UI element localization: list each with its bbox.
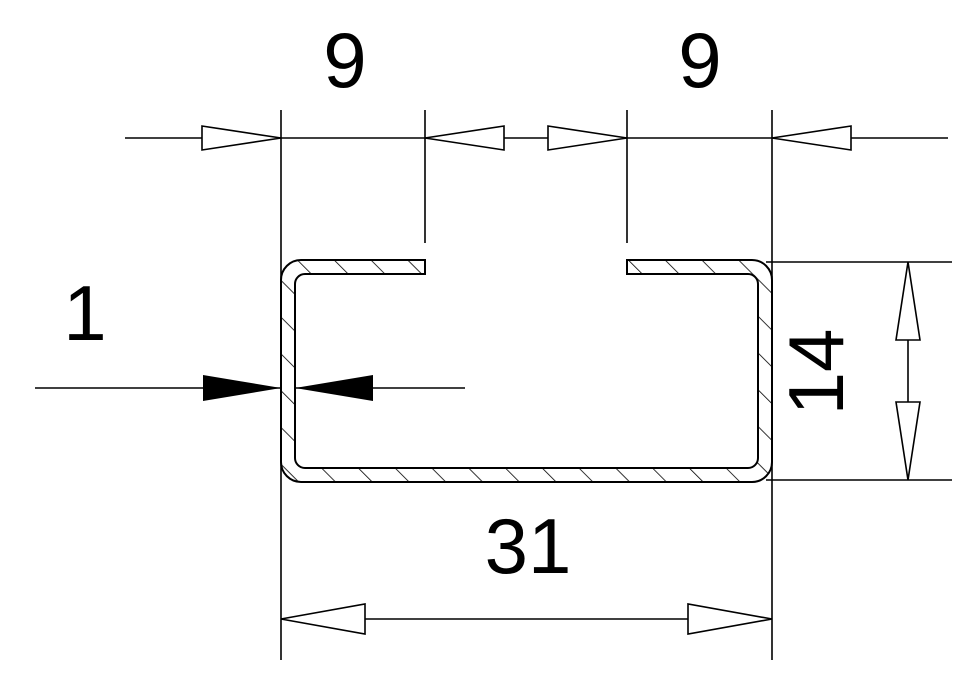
height-dimension	[766, 261, 952, 481]
dimension-label-top-right-9: 9	[678, 16, 721, 104]
arrowhead-open-gap-right	[547, 125, 628, 151]
wall-thickness-dimension	[35, 375, 465, 401]
arrowhead-open-width-left	[280, 603, 366, 635]
arrowhead-filled-left	[203, 375, 281, 401]
arrowhead-filled-right	[295, 375, 373, 401]
section-hatching	[281, 260, 772, 482]
arrowhead-open-right-outer	[771, 125, 852, 151]
dimension-label-height-14: 14	[772, 329, 860, 416]
arrowhead-open-width-right	[687, 603, 773, 635]
profile-outline	[280, 259, 773, 483]
arrowhead-open-left-outer	[201, 125, 282, 151]
arrowhead-open-gap-left	[424, 125, 505, 151]
top-dimension-chain	[125, 125, 948, 151]
c-channel-profile	[280, 259, 773, 483]
dimension-label-width-31: 31	[485, 502, 572, 590]
dimension-label-thickness-1: 1	[63, 269, 106, 357]
dimension-label-top-left-9: 9	[323, 16, 366, 104]
arrowhead-open-down	[895, 401, 921, 481]
arrowhead-open-up	[895, 261, 921, 341]
width-dimension	[280, 603, 773, 635]
